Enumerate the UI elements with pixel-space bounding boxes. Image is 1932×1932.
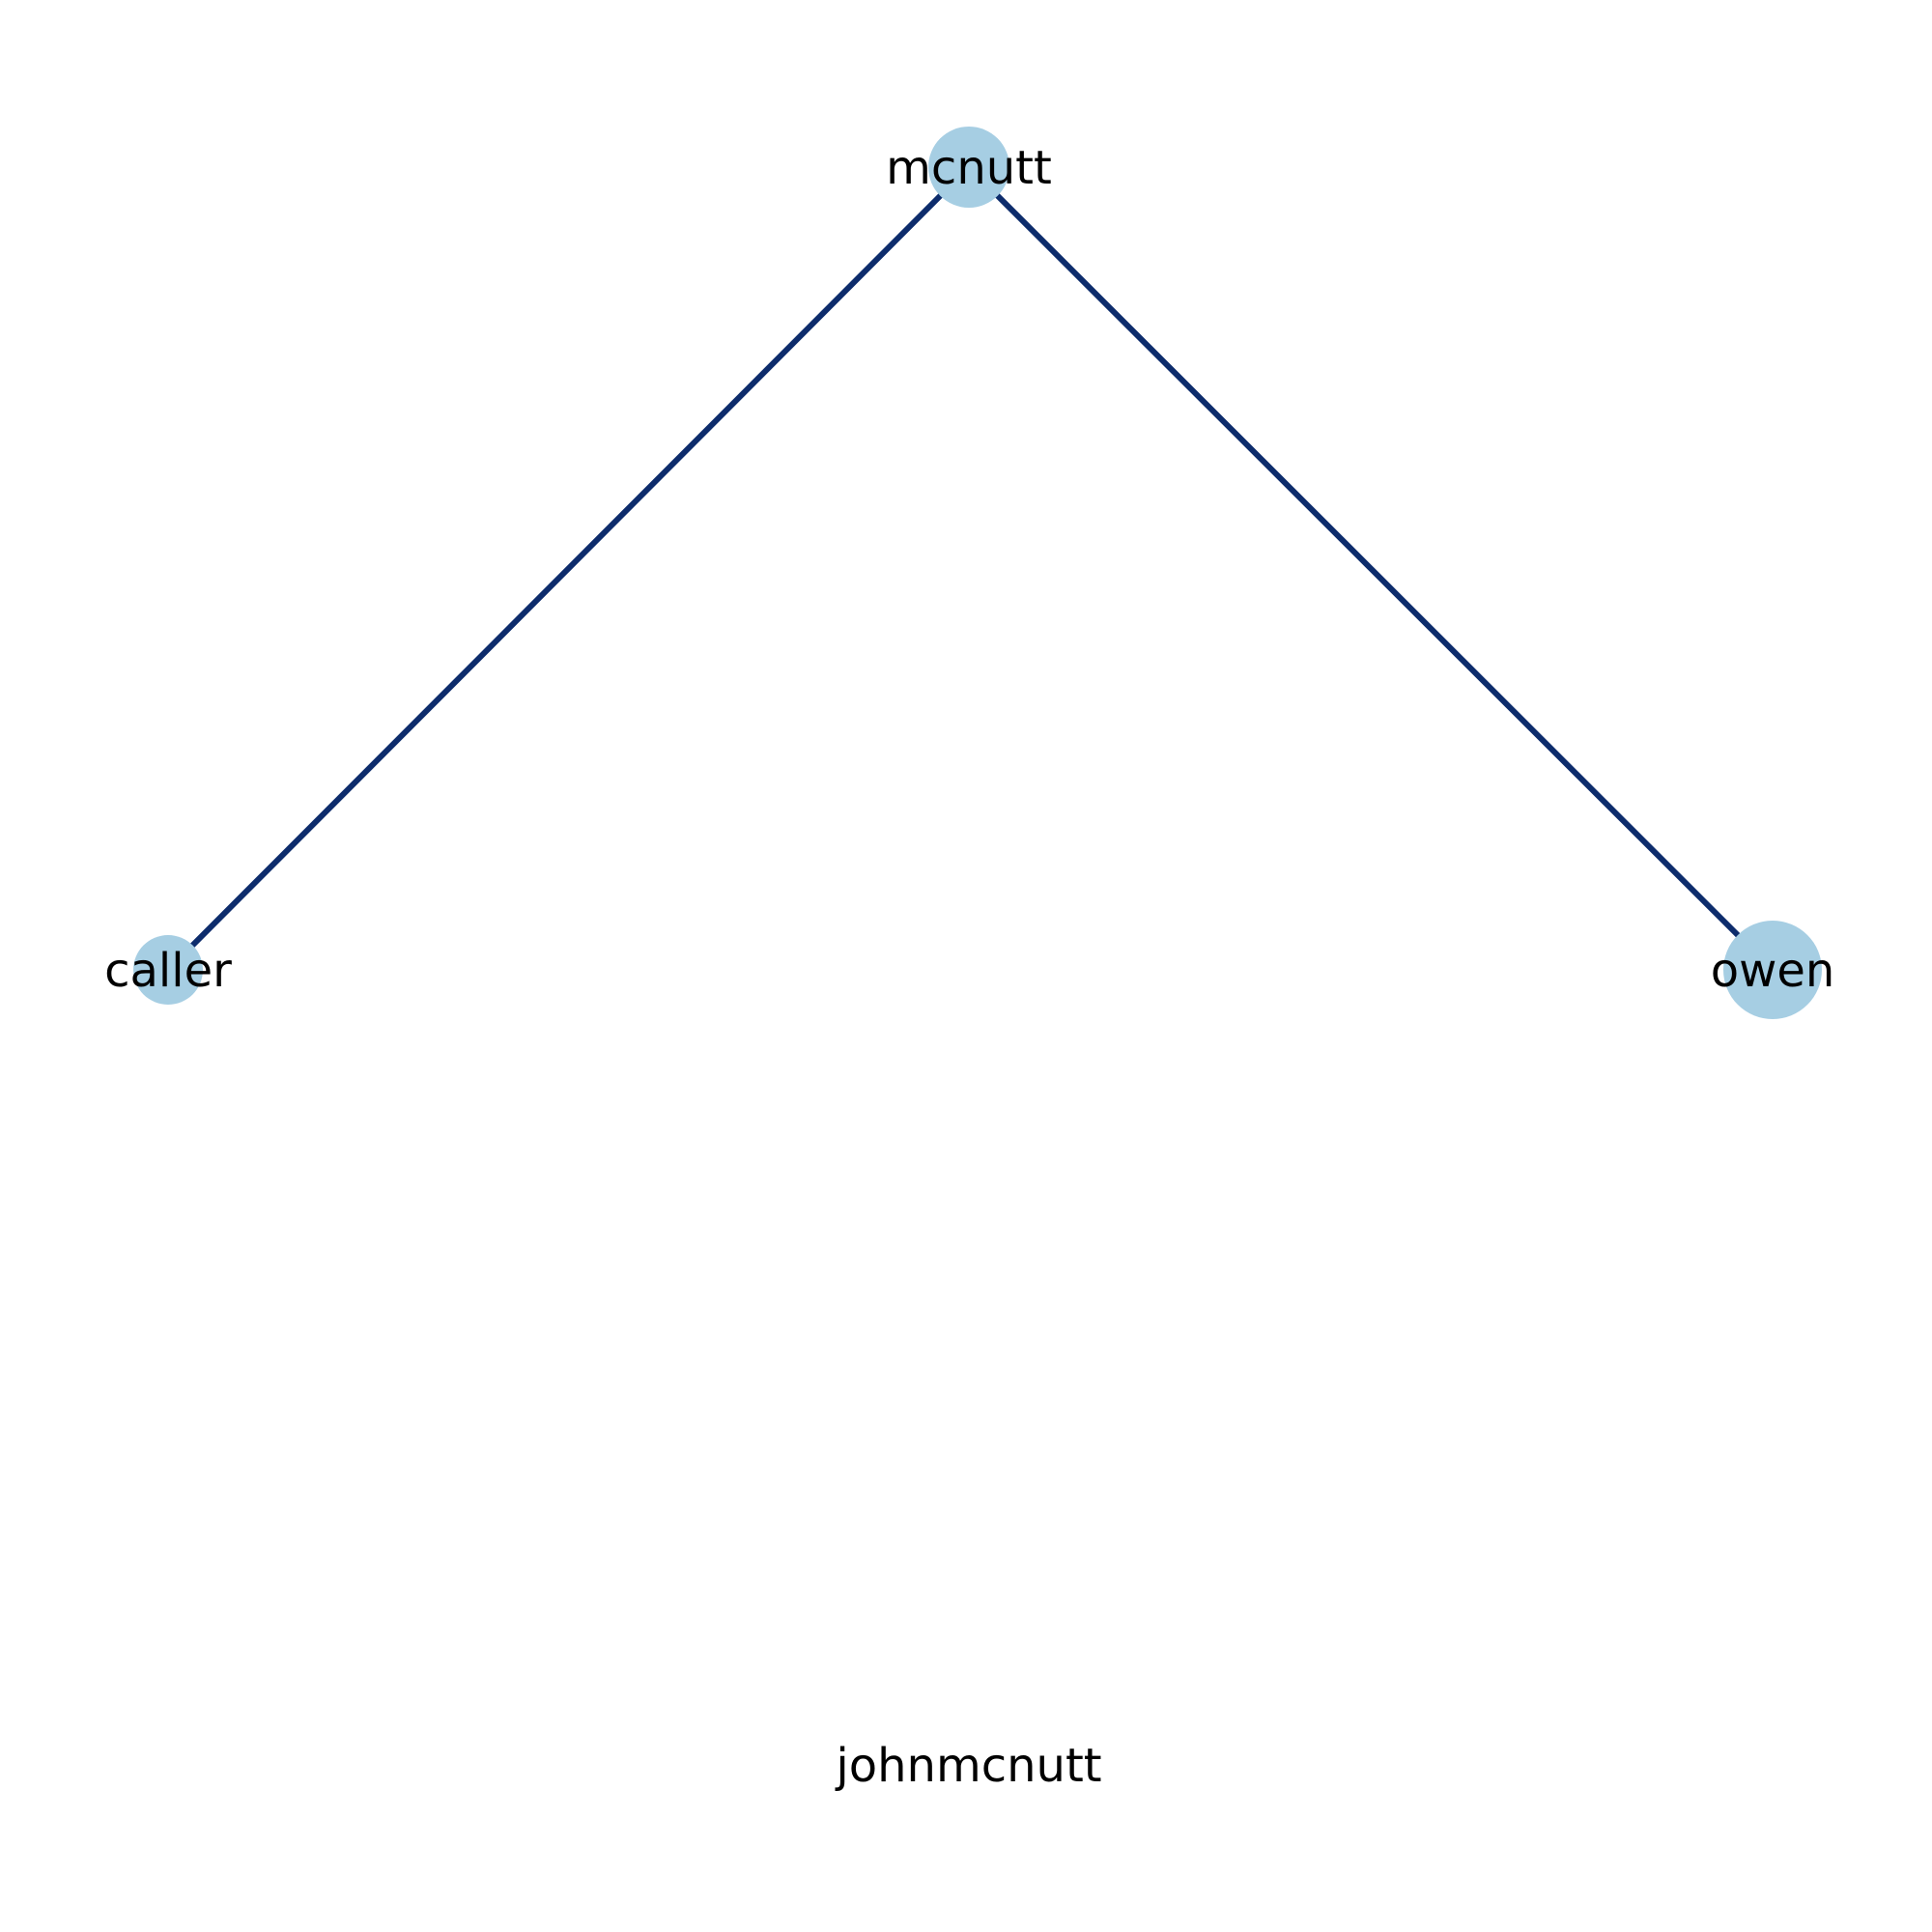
- node-caller: [133, 935, 203, 1005]
- node-label-owen: owen: [1711, 944, 1835, 998]
- edges-group: [165, 164, 1776, 973]
- edge-mcnutt-owen: [966, 164, 1776, 973]
- node-label-caller: caller: [104, 944, 232, 998]
- graph-caption: johnmcnutt: [835, 1739, 1101, 1793]
- labels-group: mcnutt caller owen: [104, 141, 1834, 998]
- node-label-mcnutt: mcnutt: [886, 141, 1052, 195]
- nodes-group: [133, 127, 1822, 1019]
- node-owen: [1723, 921, 1822, 1019]
- node-mcnutt: [928, 127, 1009, 208]
- edge-mcnutt-caller: [165, 164, 972, 973]
